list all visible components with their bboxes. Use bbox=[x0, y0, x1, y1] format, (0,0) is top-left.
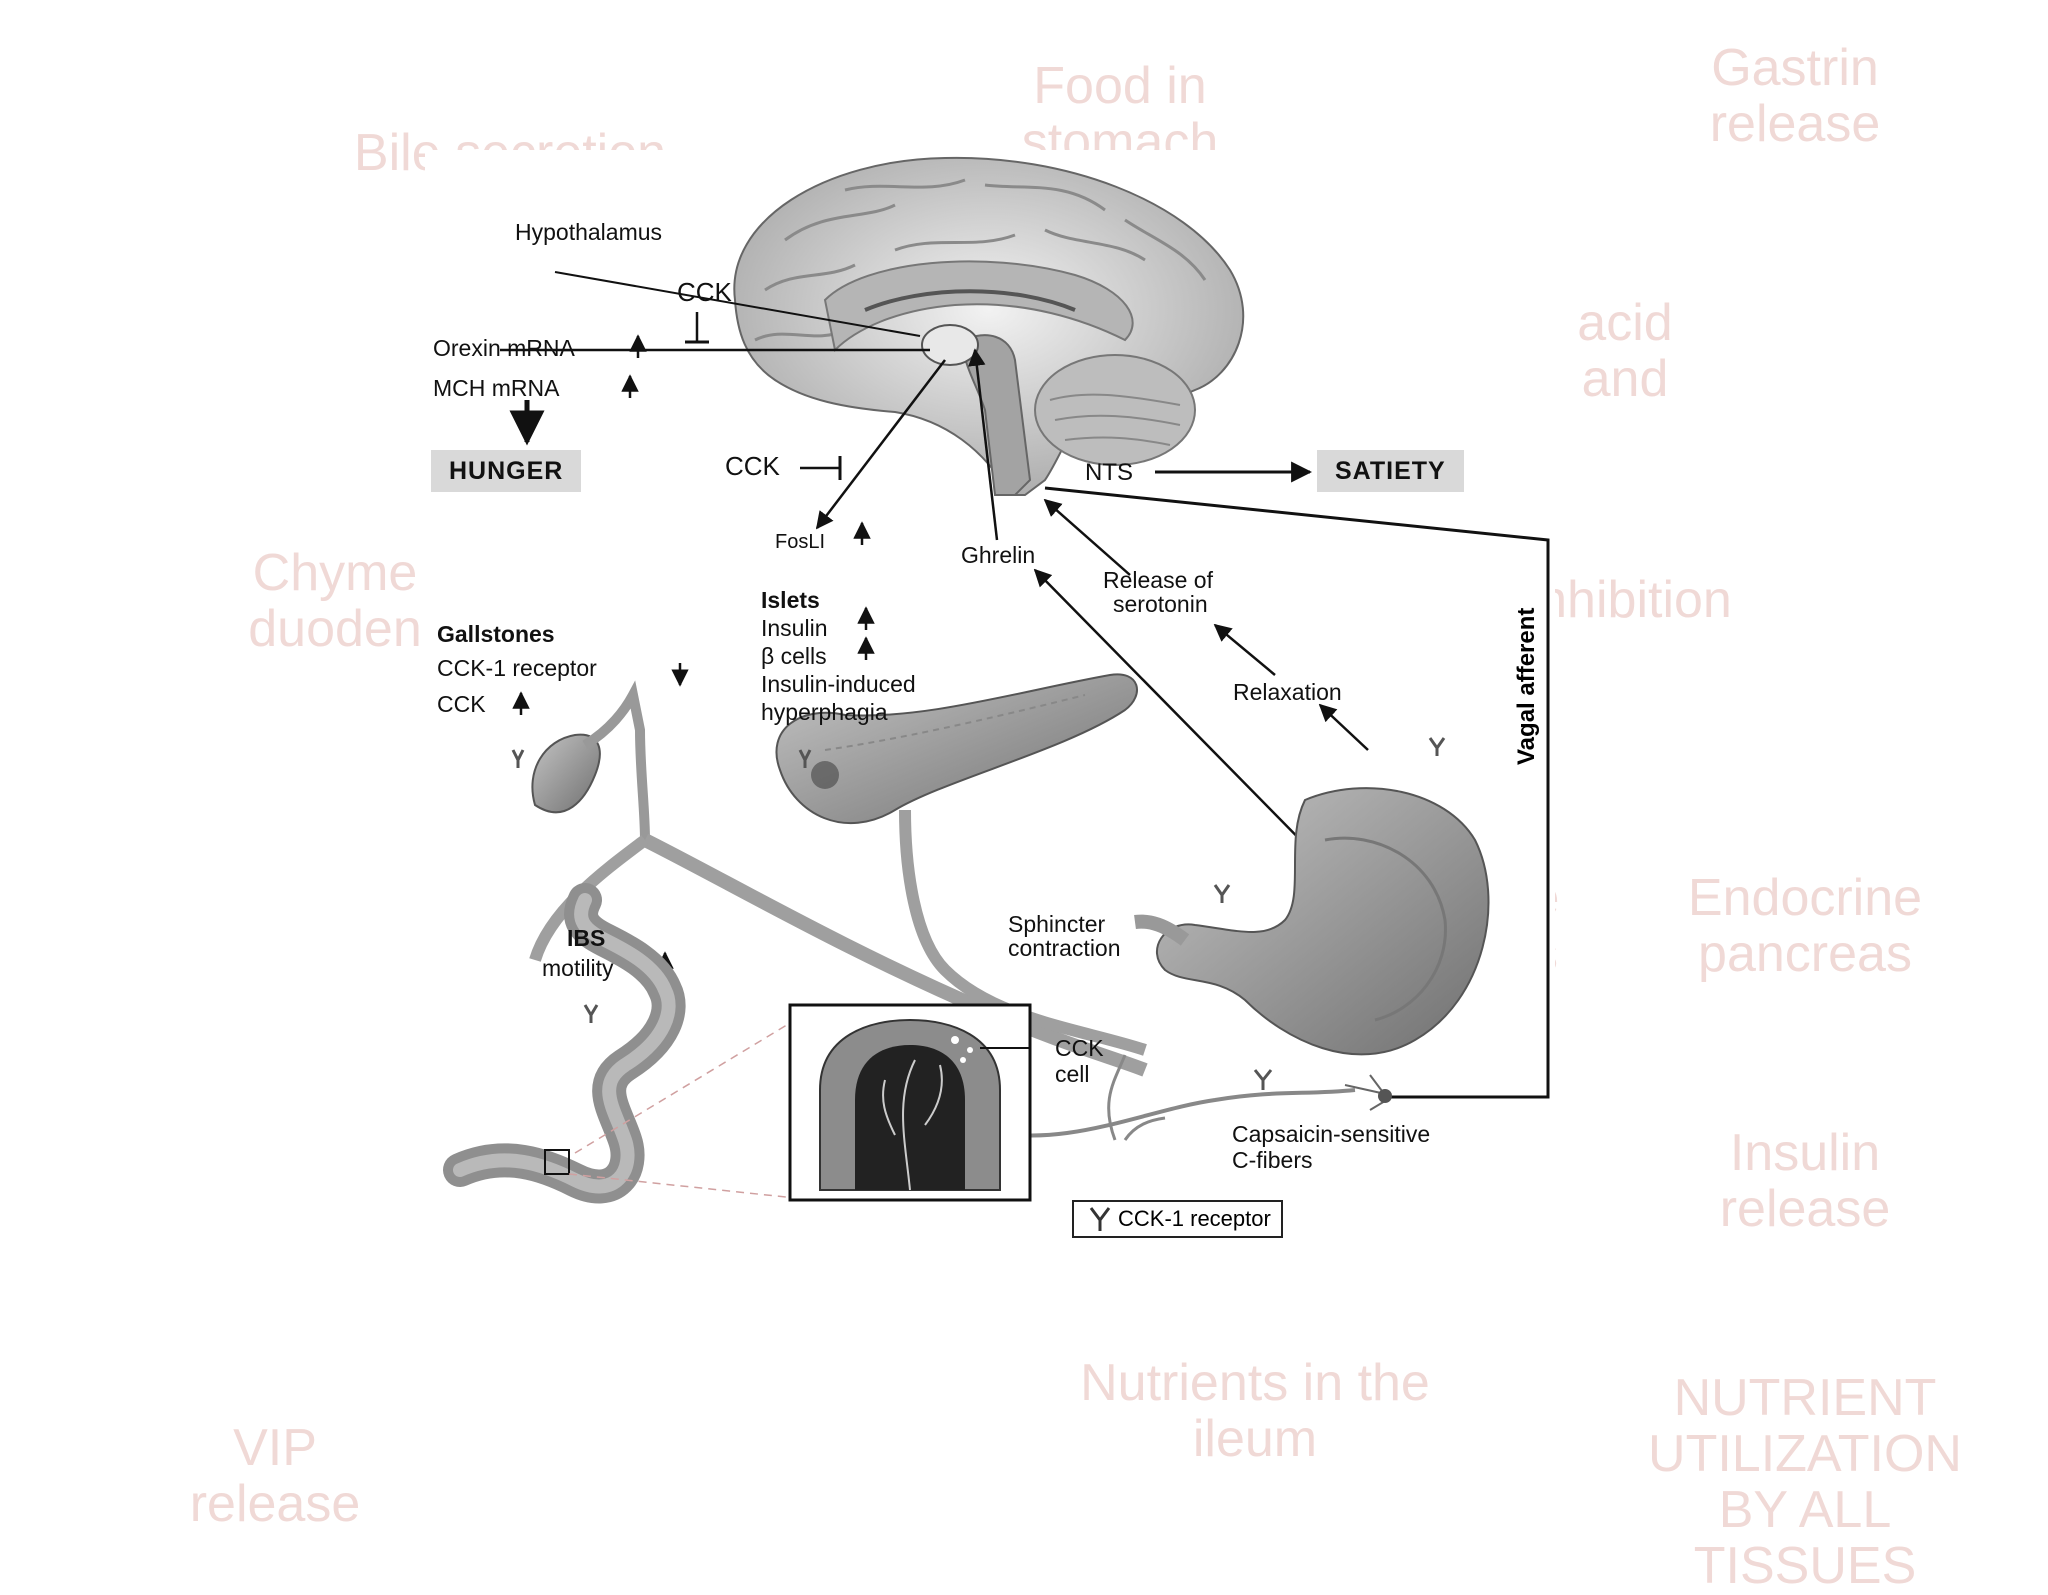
villus-inset bbox=[788, 1003, 1032, 1202]
capsaicin-label: Capsaicin-sensitive bbox=[1232, 1121, 1431, 1147]
mch-mrna-label: MCH mRNA bbox=[433, 375, 560, 401]
background-label-insulin: Insulin release bbox=[1719, 1124, 1891, 1238]
c-fibers-label: C-fibers bbox=[1232, 1147, 1313, 1173]
background-label-acid: acid and bbox=[1577, 294, 1673, 408]
receptor-legend-icon bbox=[1089, 1207, 1111, 1231]
intestine-illustration bbox=[443, 883, 686, 1204]
contraction-label: contraction bbox=[1008, 935, 1121, 961]
hypothalamus-label: Hypothalamus bbox=[515, 219, 663, 245]
insulin-label: Insulin bbox=[761, 615, 828, 641]
figure-artwork bbox=[443, 156, 1550, 1204]
insulin-induced-label: Insulin-induced bbox=[761, 671, 916, 697]
sphincter-label: Sphincter bbox=[1008, 911, 1106, 937]
background-label-nutrients: Nutrients in the ileum bbox=[1080, 1354, 1430, 1468]
cck1-receptor-gall-label: CCK-1 receptor bbox=[437, 655, 597, 681]
pancreas-illustration bbox=[775, 673, 1138, 825]
background-label-vip: VIP release bbox=[189, 1419, 361, 1533]
hunger-label: HUNGER bbox=[431, 450, 582, 492]
legend-text: CCK-1 receptor bbox=[1118, 1206, 1271, 1231]
relaxation-label: Relaxation bbox=[1233, 679, 1342, 705]
vagal-afferent-label: Vagal afferent bbox=[1513, 607, 1540, 765]
cck-pathway-figure: Hypothalamus CCK Orexin mRNA MCH mRNA HU… bbox=[425, 150, 1555, 1245]
release-of-label: Release of bbox=[1103, 567, 1213, 593]
hyperphagia-label: hyperphagia bbox=[761, 699, 888, 725]
beta-cells-label: β cells bbox=[761, 643, 827, 669]
background-label-endocrine: Endocrine pancreas bbox=[1687, 869, 1923, 983]
islets-label: Islets bbox=[761, 587, 820, 613]
stomach-illustration bbox=[1134, 787, 1490, 1056]
cck-top-label: CCK bbox=[677, 277, 732, 307]
background-label-chyme: Chyme duoden bbox=[248, 544, 422, 658]
cck-mid-label: CCK bbox=[725, 451, 780, 481]
cell-label: cell bbox=[1055, 1061, 1090, 1087]
serotonin-label: serotonin bbox=[1113, 591, 1208, 617]
ghrelin-label: Ghrelin bbox=[961, 542, 1036, 568]
fosli-label: FosLI bbox=[775, 531, 826, 553]
background-label-inhibition: nhibition bbox=[1538, 571, 1732, 629]
background-label-food: Food in stomach bbox=[1021, 57, 1219, 171]
nts-label: NTS bbox=[1085, 459, 1133, 486]
cck1-receptor-legend: CCK-1 receptor bbox=[1072, 1200, 1283, 1238]
cck-cell-label: CCK bbox=[1055, 1035, 1104, 1061]
brain-illustration bbox=[733, 156, 1245, 496]
satiety-label: SATIETY bbox=[1317, 450, 1464, 492]
orexin-mrna-label: Orexin mRNA bbox=[433, 335, 575, 361]
cck1-receptor-markers bbox=[511, 737, 1446, 1090]
gallstones-label: Gallstones bbox=[437, 621, 555, 647]
cck-gall-label: CCK bbox=[437, 691, 486, 717]
background-label-gastrin: Gastrin release bbox=[1709, 39, 1881, 153]
background-label-nutrient: NUTRIENT UTILIZATION BY ALL TISSUES bbox=[1648, 1369, 1962, 1595]
gallbladder-illustration bbox=[529, 680, 1148, 1077]
motility-label: motility bbox=[542, 955, 614, 981]
ibs-label: IBS bbox=[567, 925, 606, 951]
